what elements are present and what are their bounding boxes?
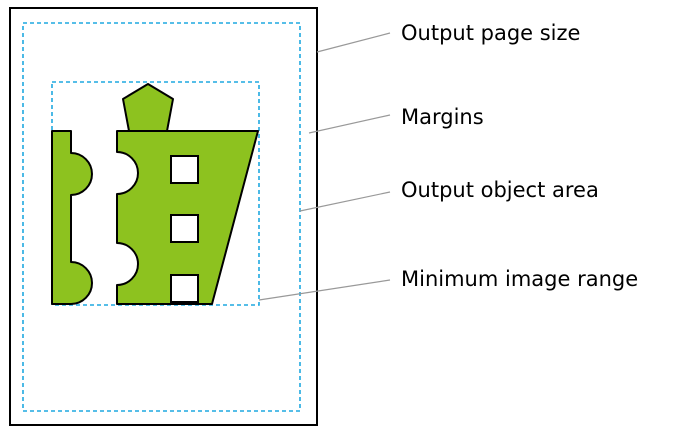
margins-rect	[22, 22, 301, 412]
leader-line-object-area	[299, 191, 391, 212]
window-square	[170, 155, 199, 184]
label-output-object-area: Output object area	[401, 178, 599, 202]
window-square	[170, 214, 199, 243]
label-minimum-image-range: Minimum image range	[401, 267, 639, 291]
left-puzzle-shape	[51, 130, 93, 305]
leader-line-minimum-range	[258, 279, 391, 301]
label-output-page-size: Output page size	[401, 21, 581, 45]
leader-line-margins	[308, 114, 391, 134]
label-margins: Margins	[401, 105, 484, 129]
window-square	[170, 274, 199, 303]
leader-line-page	[316, 32, 391, 53]
